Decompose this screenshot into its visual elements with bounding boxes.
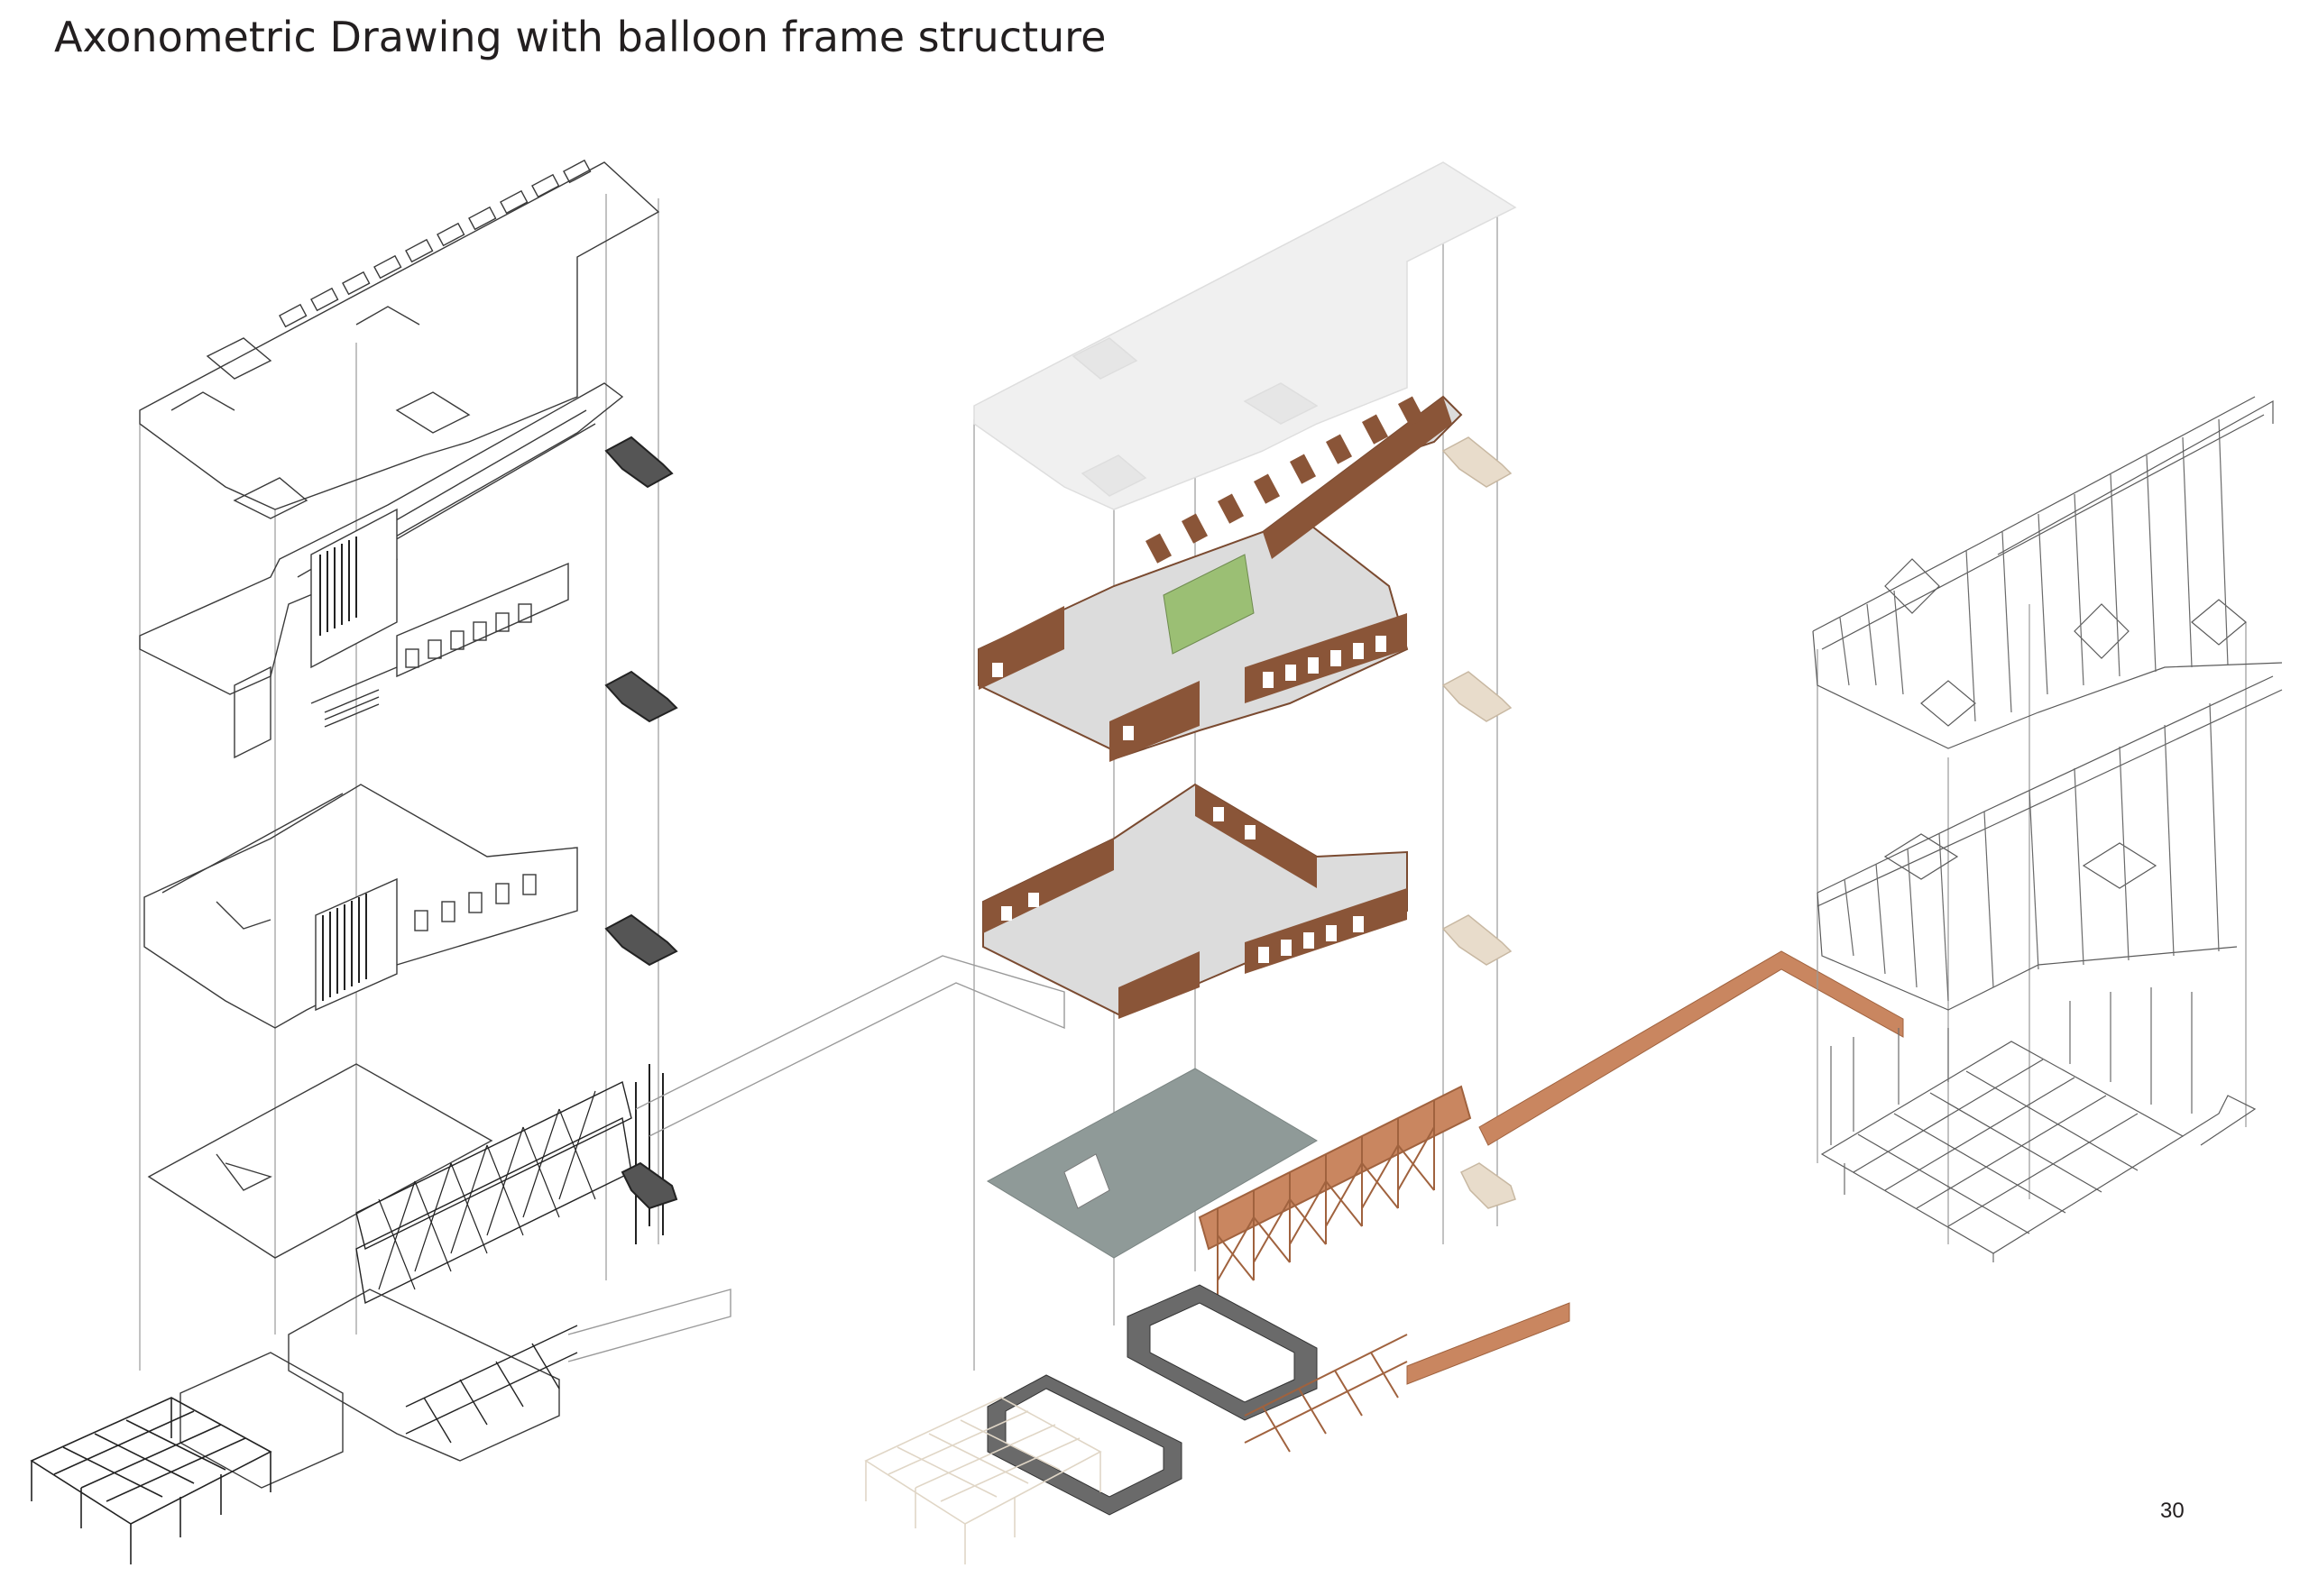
middle-upper-bays [1145, 396, 1425, 564]
right-balloon-frame [1812, 396, 2283, 1262]
left-middle-floor [143, 784, 578, 1029]
left-lower-truss [405, 1325, 578, 1444]
middle-middle-floor [982, 783, 1408, 1019]
middle-lower-floor [987, 1284, 1318, 1516]
middle-rendered-axonometric [864, 161, 1904, 1564]
left-bridge-walkway [567, 955, 1065, 1362]
left-lower-floor [179, 1289, 578, 1489]
left-vertical-guides [139, 194, 659, 1371]
left-upper-stair-marks [324, 689, 380, 728]
left-line-axonometric [30, 159, 1065, 1564]
left-column-grid [30, 1397, 272, 1564]
left-bridge-truss [355, 1064, 664, 1305]
middle-bridge-truss [1198, 1085, 1472, 1298]
middle-bridge-walkway [1406, 950, 1904, 1385]
middle-stair-towers [1441, 436, 1516, 1209]
left-stair-towers [604, 436, 678, 1210]
middle-column-grid [864, 1397, 1102, 1564]
middle-upper-windows [992, 636, 1386, 740]
right-ground-frame [1820, 987, 2257, 1262]
middle-ground-plane [986, 1068, 1318, 1259]
left-upper-windows [405, 603, 532, 668]
right-ground-posts [1830, 987, 2193, 1262]
right-middle-frame [1817, 675, 2283, 1011]
left-middle-windows [414, 874, 537, 931]
middle-middle-windows [1001, 807, 1364, 963]
left-roof-skylights [279, 159, 592, 328]
middle-roof-level [973, 161, 1517, 510]
right-upper-joists [1839, 418, 2229, 722]
left-upper-floor [139, 382, 624, 759]
page-number: 30 [2160, 1499, 2185, 1523]
right-upper-frame [1812, 396, 2283, 749]
middle-upper-floor [978, 395, 1463, 762]
left-ground-plane [147, 1063, 493, 1259]
middle-lower-truss [1244, 1334, 1408, 1453]
page-title: Axonometric Drawing with balloon frame s… [54, 13, 1107, 61]
right-middle-joists [1844, 702, 2220, 1002]
left-roof-level [139, 159, 660, 519]
